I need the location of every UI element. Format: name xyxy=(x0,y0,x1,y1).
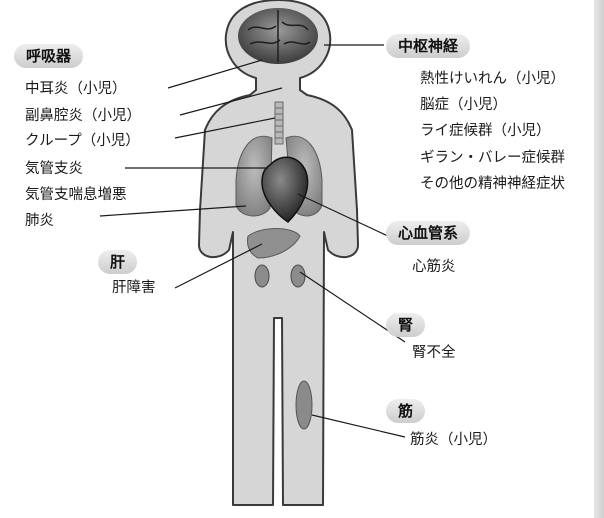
category-respiratory-title: 呼吸器 xyxy=(14,44,83,68)
leg-muscle xyxy=(296,381,312,429)
label-pneumonia: 肺炎 xyxy=(25,212,54,230)
category-muscle-title: 筋 xyxy=(386,399,425,423)
trachea xyxy=(275,102,283,144)
label-myositis: 筋炎（小児） xyxy=(410,431,497,449)
category-kidney-title: 腎 xyxy=(386,313,425,337)
label-croup: クループ（小児） xyxy=(25,132,140,150)
category-liver-title: 肝 xyxy=(98,250,137,274)
label-liver-injury: 肝障害 xyxy=(112,279,156,297)
label-otitis-media: 中耳炎（小児） xyxy=(25,80,127,98)
label-asthma-exacerbation: 気管支喘息増悪 xyxy=(25,186,127,204)
brain xyxy=(238,8,318,64)
label-neuropsychiatric: その他の精神神経症状 xyxy=(420,175,565,193)
label-febrile-seizure: 熱性けいれん（小児） xyxy=(420,70,565,88)
label-renal-failure: 腎不全 xyxy=(412,344,456,362)
label-bronchitis: 気管支炎 xyxy=(25,160,83,178)
label-reye-syndrome: ライ症候群（小児） xyxy=(420,122,551,140)
category-cns-title: 中枢神経 xyxy=(386,34,470,58)
label-sinusitis: 副鼻腔炎（小児） xyxy=(25,107,141,125)
label-myocarditis: 心筋炎 xyxy=(412,258,456,276)
label-guillain-barre: ギラン・バレー症候群 xyxy=(420,149,565,167)
category-cardio-title: 心血管系 xyxy=(386,221,470,245)
label-encephalopathy: 脳症（小児） xyxy=(420,96,507,114)
